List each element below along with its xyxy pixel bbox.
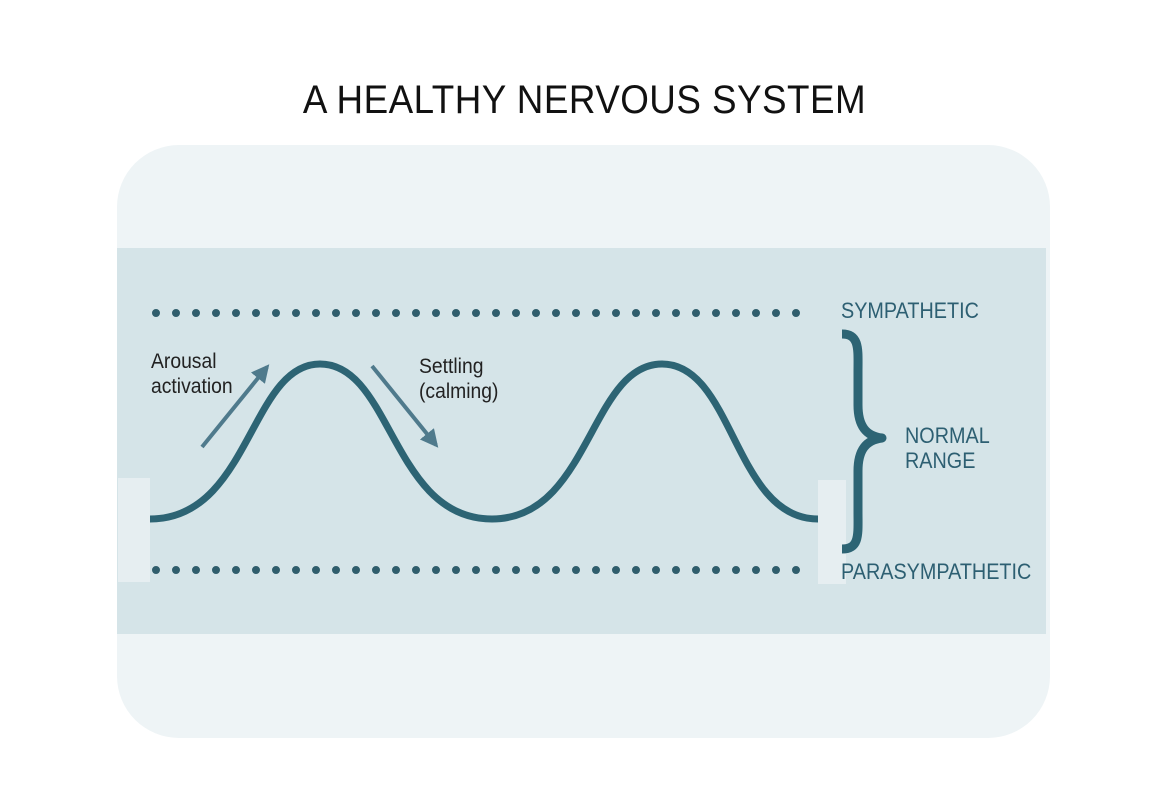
settling-line-1: Settling [419, 355, 484, 378]
settling-calming-label: Settling (calming) [419, 354, 498, 404]
settling-arrow [370, 364, 439, 448]
settling-line-2: (calming) [419, 380, 499, 403]
arousal-activation-label: Arousal activation [151, 349, 233, 399]
sympathetic-label: SYMPATHETIC [841, 298, 979, 323]
activation-wave [149, 360, 819, 523]
normal-range-band [117, 248, 1046, 634]
normal-range-brace [841, 329, 887, 554]
parasympathetic-label: PARASYMPATHETIC [841, 559, 1032, 584]
diagram-title: A HEALTHY NERVOUS SYSTEM [302, 78, 867, 122]
normal-range-line-1: NORMAL [905, 423, 990, 448]
arousal-line-2: activation [151, 375, 233, 398]
wave-end-cap [818, 480, 846, 584]
normal-range-line-2: RANGE [905, 448, 976, 473]
arousal-arrow [200, 364, 270, 449]
arousal-line-1: Arousal [151, 350, 217, 373]
wave-start-cap [118, 478, 150, 582]
normal-range-label: NORMAL RANGE [905, 423, 990, 473]
